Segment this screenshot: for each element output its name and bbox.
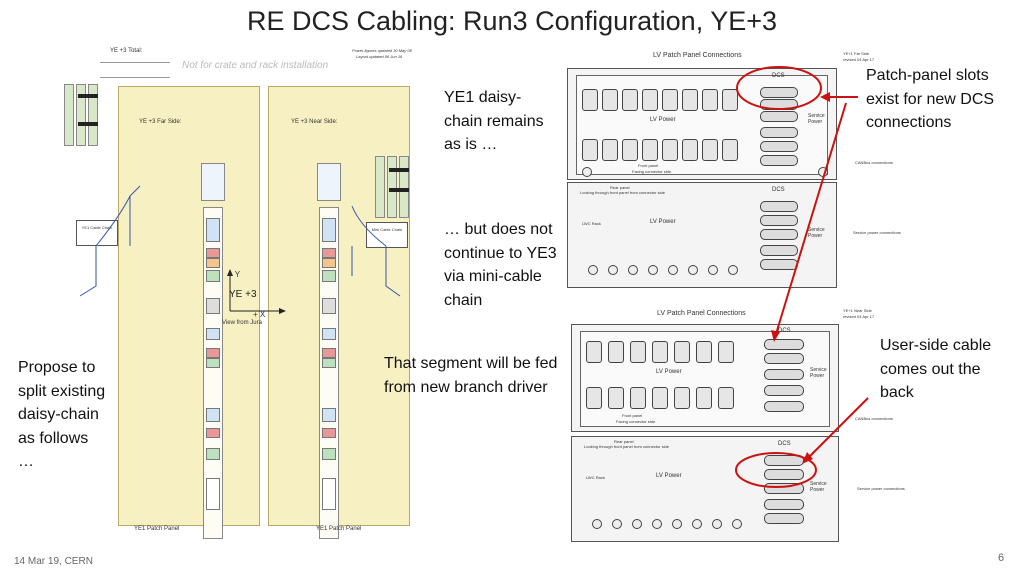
service-power-label-1: Service Power [808,113,825,125]
front-panel-top: DCS LV Power Service Power Front panel F… [567,68,837,180]
summary-table [100,62,170,78]
front-panel-label-1: Front panel [638,163,659,168]
near-side-rev: revised 04 Apr 17 [843,314,875,319]
near-side-rack: YE +3 Near Side: [268,86,410,539]
power-note: Power figures updated 30 May 08 [352,48,412,53]
near-column-top [317,163,341,201]
diagram-header: YE +3 Total: [110,48,143,54]
dcs-circle-top [736,66,822,110]
rear-panel-bottom: Rear panel Looking through front panel f… [571,436,839,542]
lv-power-label-1: LV Power [650,117,676,123]
layout-note: Layout updated 06 Jun 16 [356,54,403,59]
near-side-label: YE +3 Near Side: [291,119,338,125]
axis-y-label: + Y [228,270,241,279]
near-side-column [319,207,339,539]
far-column-top [201,163,225,201]
near-side-label-r: YE+1 Near Side [843,308,872,313]
patch-panel-diagrams: LV Patch Panel Connections YE+1 Far Side… [565,46,905,546]
note-not-continue: … but does not continue to YE3 via mini-… [444,221,557,309]
front-panel-bottom: DCS LV Power Service Power Front panel F… [571,324,839,432]
far-side-label-r: YE+1 Far Side [843,51,870,56]
axis-x-label: + X [253,310,266,319]
ye3-label: YE +3 [229,289,257,300]
lv-title-top: LV Patch Panel Connections [653,52,742,59]
canbus-label-2: CANBus connections [855,416,893,421]
axis-arrows [227,269,286,314]
note-propose: Propose to split existing daisy-chain as… [18,359,106,470]
far-side-label: YE +3 Far Side: [139,119,182,125]
view-from-label: View from Jura [222,320,262,326]
dcs-label-1: DCS [772,73,785,79]
arrow-down-long [775,102,847,335]
note-patch-panel-slots: Patch-panel slots exist for new DCS conn… [866,67,995,131]
rear-panel-top: Rear panel Looking through front panel f… [567,182,837,288]
far-side-column [203,207,223,539]
ye1-cable-chain-box: YE1 Cable Chain [76,220,118,246]
canbus-label-1: CANBus connections [855,160,893,165]
service-power-conn-2: Service power connections [857,486,905,491]
note-user-side-cable: User-side cable comes out the back [880,337,992,401]
footer-date: 14 Mar 19, CERN [14,556,93,567]
lv-title-bottom: LV Patch Panel Connections [657,310,746,317]
note-segment-fed: That segment will be fed from new branch… [384,355,558,396]
facing-label-1: Facing connector side [632,169,672,174]
patch-panel-left-label: YE1 Patch Panel [134,526,180,532]
arrow-user-side [807,397,869,459]
far-side-rack: YE +3 Far Side: [118,86,260,539]
right-mini-racks [375,152,415,222]
cable-lines [79,185,401,297]
left-mini-racks [64,80,104,150]
far-side-rev: revised 04 Apr 17 [843,57,875,62]
watermark-text: Not for crate and rack installation [182,60,329,71]
note-ye1-daisy: YE1 daisy-chain remains as is … [444,89,544,153]
page-number: 6 [998,552,1005,564]
patch-panel-right-label: YE1 Patch Panel [316,526,362,532]
slide-title: RE DCS Cabling: Run3 Configuration, YE+3 [246,6,778,36]
mini-cable-chain-box: Mini Cable Chain [366,222,408,248]
service-power-conn-1: Service power connections [853,230,901,235]
dcs-circle-bottom [735,452,817,488]
rack-layout-diagram: YE +3 Total: Power figures updated 30 Ma… [60,46,415,539]
